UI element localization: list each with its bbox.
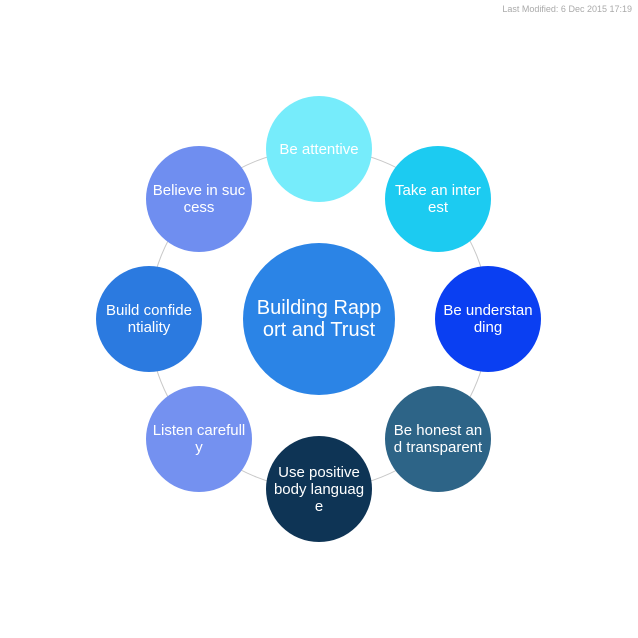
node-label: Be understanding (443, 302, 533, 336)
last-modified-timestamp: Last Modified: 6 Dec 2015 17:19 (502, 4, 632, 14)
node-label: Build confidentiality (106, 302, 192, 336)
node-be-attentive: Be attentive (266, 96, 372, 202)
node-use-positive-body-language: Use positive body language (266, 436, 372, 542)
node-label: Use positive body language (273, 463, 365, 515)
node-be-honest-and-transparent: Be honest and transparent (385, 386, 491, 492)
node-label: Believe in success (152, 182, 246, 216)
node-listen-carefully: Listen carefully (146, 386, 252, 492)
node-take-an-interest: Take an interest (385, 146, 491, 252)
node-label: Take an interest (395, 182, 481, 216)
node-believe-in-success: Believe in success (146, 146, 252, 252)
node-be-understanding: Be understanding (435, 266, 541, 372)
node-build-confidentiality: Build confidentiality (96, 266, 202, 372)
node-label: Be honest and transparent (393, 422, 483, 456)
center-circle: Building Rapport and Trust (243, 243, 395, 395)
center-label: Building Rapport and Trust (256, 297, 382, 341)
node-label: Be attentive (279, 140, 359, 158)
node-label: Listen carefully (152, 422, 246, 456)
